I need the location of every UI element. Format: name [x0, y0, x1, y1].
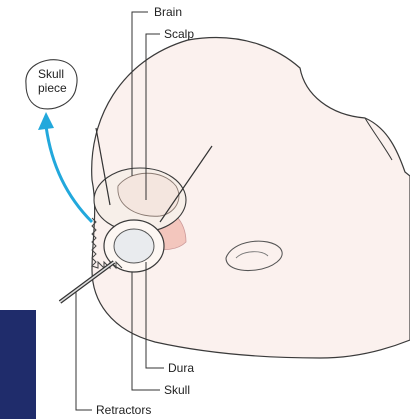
- removal-arrowhead: [38, 112, 54, 130]
- retractors-label: Retractors: [96, 403, 151, 417]
- skull-piece-label-line1: Skull: [38, 67, 64, 81]
- dura-membrane: [114, 229, 154, 263]
- left-edge-band: [0, 310, 36, 419]
- removal-arrow: [46, 126, 92, 222]
- leader-retractors: [76, 292, 92, 410]
- skull-label: Skull: [164, 383, 190, 397]
- brain-label: Brain: [154, 5, 182, 19]
- dura-label: Dura: [168, 361, 194, 375]
- skull-piece-label-line2: piece: [38, 81, 67, 95]
- scalp-label: Scalp: [164, 27, 194, 41]
